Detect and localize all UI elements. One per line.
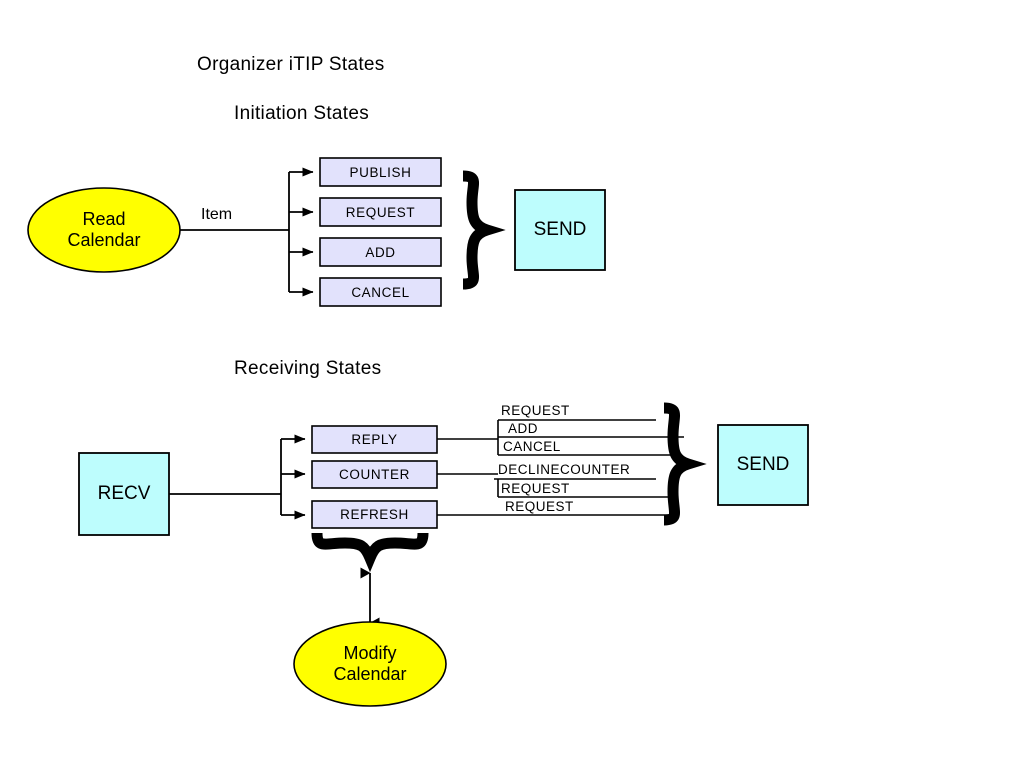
- section-title-receiving: Receiving States: [234, 358, 382, 379]
- recv-box: [78, 452, 170, 536]
- read-calendar-line1: Read: [82, 208, 126, 229]
- state-label-request: REQUEST: [345, 204, 416, 220]
- state-box-add: [319, 237, 442, 267]
- state-label-refresh: REFRESH: [340, 507, 409, 522]
- response-label-refresh-request: REQUEST: [505, 499, 574, 514]
- state-box-counter: [311, 460, 438, 489]
- page-title: Organizer iTIP States: [197, 54, 385, 75]
- read-calendar-label: Read Calendar: [28, 188, 180, 272]
- send-box-receiving: [717, 424, 809, 506]
- state-label-counter: COUNTER: [339, 467, 410, 482]
- read-calendar-line2: Calendar: [67, 230, 141, 250]
- initiation-brace: [462, 170, 506, 290]
- item-edge-label: Item: [201, 206, 233, 223]
- modify-brace: [311, 532, 429, 573]
- send-label-initiation: SEND: [533, 219, 587, 240]
- modify-calendar-line2: Calendar: [333, 664, 407, 684]
- send-label-receiving: SEND: [736, 454, 790, 475]
- response-label-counter-request: REQUEST: [501, 481, 570, 496]
- state-label-publish: PUBLISH: [349, 164, 412, 180]
- state-label-cancel: CANCEL: [351, 284, 410, 300]
- modify-calendar-line1: Modify: [343, 642, 397, 663]
- modify-calendar-label: Modify Calendar: [294, 622, 446, 706]
- send-box-initiation: [514, 189, 606, 271]
- state-label-reply: REPLY: [351, 432, 398, 447]
- response-label-reply-cancel: CANCEL: [503, 439, 561, 454]
- response-label-reply-request: REQUEST: [501, 403, 570, 418]
- recv-label: RECV: [97, 483, 151, 504]
- state-box-request: [319, 197, 442, 227]
- response-label-counter-declinecounter: DECLINECOUNTER: [498, 462, 631, 477]
- state-box-cancel: [319, 277, 442, 307]
- section-title-initiation: Initiation States: [234, 103, 370, 124]
- state-label-add: ADD: [365, 244, 396, 260]
- receiving-brace: [663, 402, 707, 526]
- modify-calendar-ellipse: [293, 621, 447, 707]
- response-label-reply-add: ADD: [508, 421, 539, 436]
- state-box-publish: [319, 157, 442, 187]
- state-box-reply: [311, 425, 438, 454]
